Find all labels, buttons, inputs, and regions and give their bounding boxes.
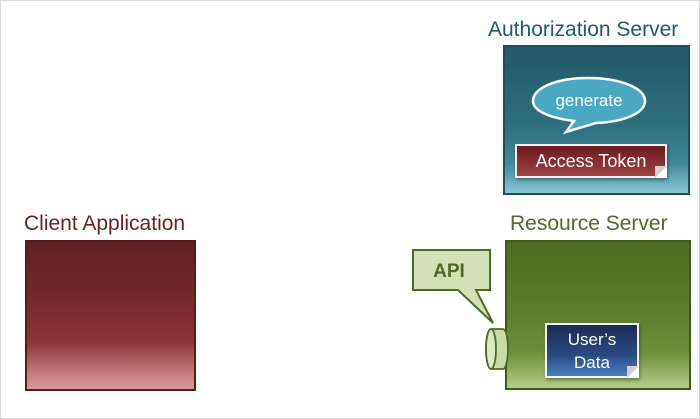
client-application-title: Client Application [24, 212, 186, 235]
api-label: API [433, 261, 465, 282]
resource-server-title: Resource Server [510, 212, 668, 235]
generate-speech-bubble: generate [531, 76, 647, 135]
generate-label: generate [555, 91, 622, 110]
access-token-label: Access Token [535, 151, 647, 171]
users-data-line2: Data [574, 353, 610, 372]
api-callout: API [412, 249, 494, 324]
page-curl-icon [655, 166, 667, 178]
access-token: Access Token [515, 144, 667, 178]
page-curl-icon [627, 366, 639, 378]
authorization-server-title: Authorization Server [488, 18, 679, 41]
api-endpoint-cylinder-icon [485, 328, 509, 370]
client-application-box [25, 240, 196, 391]
users-data: User’s Data [545, 323, 639, 378]
users-data-line1: User’s [567, 330, 617, 349]
